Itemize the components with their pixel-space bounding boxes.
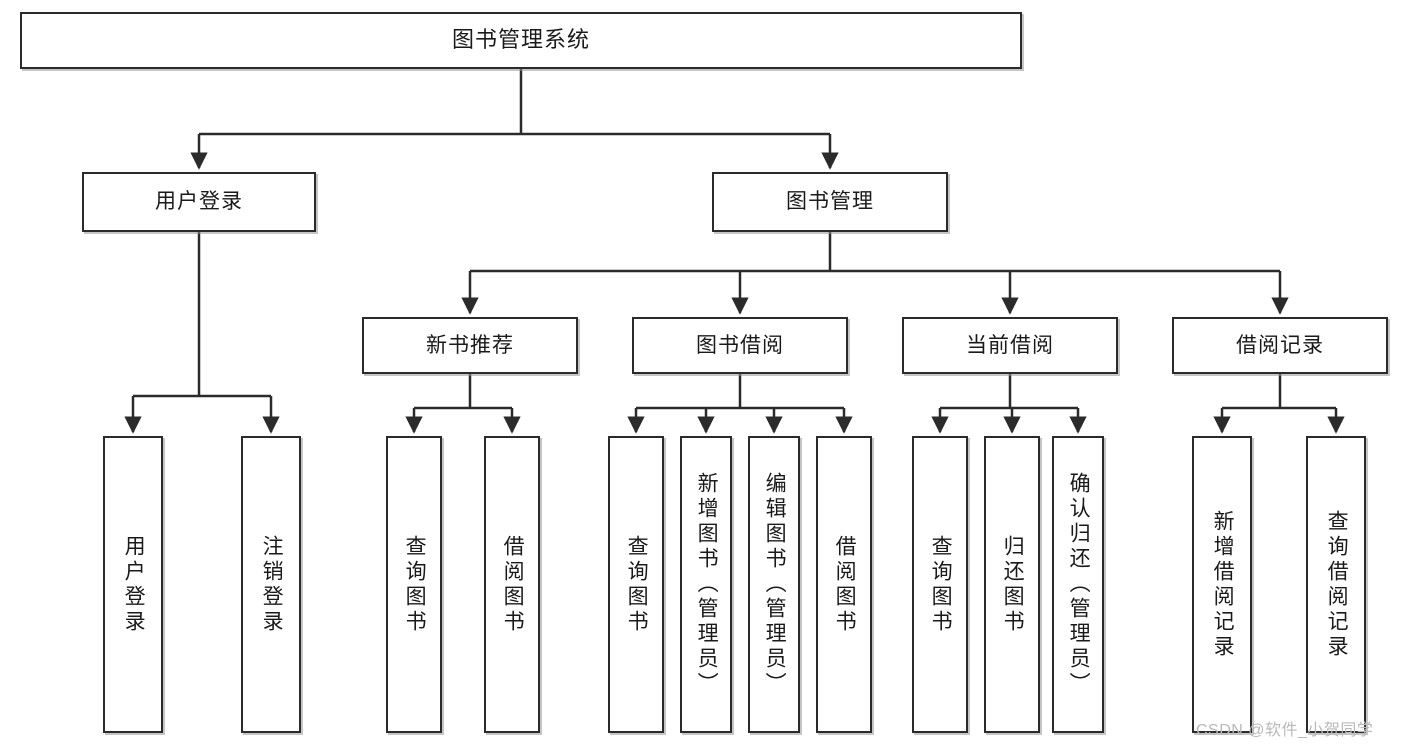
node-leaf-confirm-return[interactable]: 确认归还（管理员） bbox=[1052, 436, 1104, 733]
node-leaf-query-book-2[interactable]: 查询图书 bbox=[608, 436, 664, 733]
node-leaf-edit-book-label: 编辑图书（管理员） bbox=[763, 472, 787, 697]
node-book-borrow-label: 图书借阅 bbox=[696, 333, 784, 357]
node-leaf-query-book-3[interactable]: 查询图书 bbox=[912, 436, 968, 733]
node-leaf-logout-label: 注销登录 bbox=[260, 534, 284, 635]
node-new-book-rec[interactable]: 新书推荐 bbox=[362, 317, 578, 374]
node-leaf-add-book-label: 新增图书（管理员） bbox=[695, 472, 719, 697]
node-leaf-query-book-1[interactable]: 查询图书 bbox=[386, 436, 442, 733]
node-user-login-label: 用户登录 bbox=[155, 190, 243, 214]
node-leaf-borrow-book-1-label: 借阅图书 bbox=[501, 534, 525, 635]
node-leaf-borrow-book-2-label: 借阅图书 bbox=[833, 534, 857, 635]
node-book-borrow[interactable]: 图书借阅 bbox=[632, 317, 848, 374]
node-leaf-query-record-label: 查询借阅记录 bbox=[1325, 509, 1349, 660]
node-current-borrow[interactable]: 当前借阅 bbox=[902, 317, 1118, 374]
node-leaf-borrow-book-1[interactable]: 借阅图书 bbox=[484, 436, 540, 733]
node-book-manage[interactable]: 图书管理 bbox=[712, 172, 948, 232]
node-leaf-add-book[interactable]: 新增图书（管理员） bbox=[680, 436, 732, 733]
node-borrow-record-label: 借阅记录 bbox=[1236, 333, 1324, 357]
node-leaf-return-book-label: 归还图书 bbox=[1001, 534, 1025, 635]
node-leaf-query-book-3-label: 查询图书 bbox=[929, 534, 953, 635]
node-borrow-record[interactable]: 借阅记录 bbox=[1172, 317, 1388, 374]
node-leaf-edit-book[interactable]: 编辑图书（管理员） bbox=[748, 436, 800, 733]
node-leaf-query-book-1-label: 查询图书 bbox=[403, 534, 427, 635]
csdn-watermark: CSDN @软件_小贺同学 bbox=[1196, 722, 1374, 739]
node-current-borrow-label: 当前借阅 bbox=[966, 333, 1054, 357]
node-leaf-confirm-return-label: 确认归还（管理员） bbox=[1067, 472, 1091, 697]
node-book-manage-label: 图书管理 bbox=[786, 190, 874, 214]
node-root[interactable]: 图书管理系统 bbox=[20, 12, 1022, 69]
node-leaf-return-book[interactable]: 归还图书 bbox=[984, 436, 1040, 733]
node-leaf-logout[interactable]: 注销登录 bbox=[241, 436, 301, 733]
node-user-login[interactable]: 用户登录 bbox=[82, 172, 316, 232]
node-root-label: 图书管理系统 bbox=[451, 27, 590, 53]
node-leaf-add-record-label: 新增借阅记录 bbox=[1211, 509, 1235, 660]
node-leaf-query-book-2-label: 查询图书 bbox=[625, 534, 649, 635]
node-new-book-rec-label: 新书推荐 bbox=[426, 333, 514, 357]
node-leaf-user-login-label: 用户登录 bbox=[122, 534, 146, 635]
node-leaf-query-record[interactable]: 查询借阅记录 bbox=[1306, 436, 1366, 733]
node-leaf-add-record[interactable]: 新增借阅记录 bbox=[1192, 436, 1252, 733]
node-leaf-user-login[interactable]: 用户登录 bbox=[103, 436, 163, 733]
node-leaf-borrow-book-2[interactable]: 借阅图书 bbox=[816, 436, 872, 733]
